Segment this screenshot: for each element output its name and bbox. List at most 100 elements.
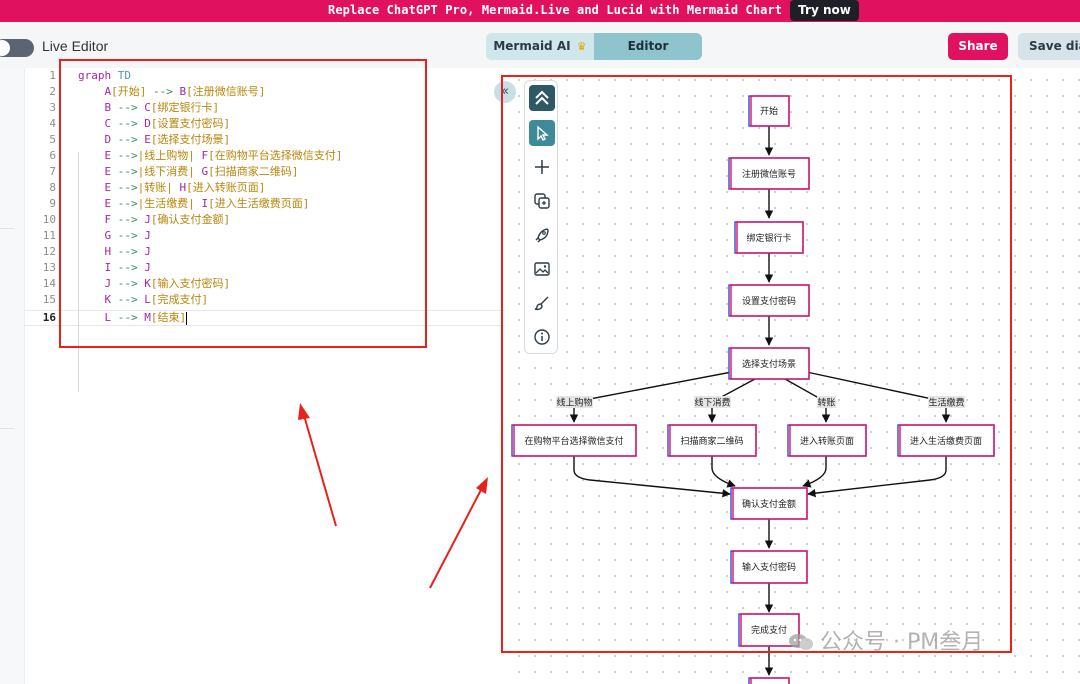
code-editor[interactable]: 1 graph TD 2 A[开始] --> B[注册微信账号] 3 B -->… <box>0 68 505 684</box>
code-line[interactable]: 15 K --> L[完成支付] <box>24 292 505 308</box>
line-number: 10 <box>42 213 56 226</box>
code-line[interactable]: 11 G --> J <box>24 228 505 244</box>
add-layer-icon[interactable] <box>529 188 555 214</box>
node-start[interactable]: 开始 <box>748 95 790 127</box>
line-number: 14 <box>42 277 56 290</box>
line-number: 6 <box>49 149 56 162</box>
rocket-icon[interactable] <box>529 222 555 248</box>
strip-divider <box>0 228 14 229</box>
live-editor-toggle[interactable] <box>0 39 34 57</box>
image-icon[interactable] <box>529 256 555 282</box>
mode-switch: Mermaid AI ♛ Editor <box>486 33 702 60</box>
code-line[interactable]: 10 F --> J[确认支付金额] <box>24 212 505 228</box>
code-text: F --> J[确认支付金额] <box>104 213 231 226</box>
svg-text:设置支付密码: 设置支付密码 <box>742 295 796 307</box>
text-caret <box>186 311 188 325</box>
pointer-icon[interactable] <box>529 120 555 146</box>
plus-icon[interactable] <box>529 154 555 180</box>
code-line[interactable]: 2 A[开始] --> B[注册微信账号] <box>24 84 505 100</box>
code-text: graph TD <box>78 69 131 82</box>
code-line[interactable]: 13 I --> J <box>24 260 505 276</box>
code-line[interactable]: 16 L --> M[结束] <box>24 310 505 326</box>
svg-text:进入生活缴费页面: 进入生活缴费页面 <box>910 435 982 447</box>
code-text: A[开始] --> B[注册微信账号] <box>104 85 266 98</box>
line-number: 1 <box>49 69 56 82</box>
tab-mermaid-ai-label: Mermaid AI <box>493 39 571 53</box>
node-transfer[interactable]: 进入转账页面 <box>787 424 867 457</box>
node-bills[interactable]: 进入生活缴费页面 <box>897 424 995 457</box>
live-editor-label: Live Editor <box>42 38 109 54</box>
code-line[interactable]: 12 H --> J <box>24 244 505 260</box>
app-header: Live Editor Mermaid AI ♛ Editor Share Sa… <box>0 22 1080 69</box>
code-line[interactable]: 6 E -->|线上购物| F[在购物平台选择微信支付] <box>24 148 505 164</box>
brush-icon[interactable] <box>529 290 555 316</box>
code-text: H --> J <box>104 245 151 258</box>
chevrons-up-icon[interactable] <box>529 85 555 111</box>
code-text: J --> K[输入支付密码] <box>104 277 231 290</box>
node-end[interactable] <box>748 677 790 684</box>
share-button[interactable]: Share <box>948 33 1008 60</box>
toggle-knob <box>0 40 10 56</box>
info-icon[interactable] <box>529 324 555 350</box>
code-line[interactable]: 3 B --> C[绑定银行卡] <box>24 100 505 116</box>
svg-text:扫描商家二维码: 扫描商家二维码 <box>680 435 743 447</box>
line-number: 8 <box>49 181 56 194</box>
line-number: 13 <box>42 261 56 274</box>
code-text: B --> C[绑定银行卡] <box>104 101 220 114</box>
node-scan-qr[interactable]: 扫描商家二维码 <box>667 424 757 457</box>
watermark-text: 公众号 · PM叁月 <box>820 630 984 655</box>
active-line-highlight <box>24 310 505 326</box>
save-diagram-button[interactable]: Save diag <box>1018 33 1080 60</box>
node-complete-pay[interactable]: 完成支付 <box>738 613 800 647</box>
watermark: 公众号 · PM叁月 <box>788 624 983 656</box>
code-line[interactable]: 7 E -->|线下消费| G[扫描商家二维码] <box>24 164 505 180</box>
edge-i-j <box>807 456 947 498</box>
code-line[interactable]: 9 E -->|生活缴费| I[进入生活缴费页面] <box>24 196 505 212</box>
edge-label-online: 线上购物 <box>556 396 593 409</box>
line-number: 12 <box>42 245 56 258</box>
node-choose-scene[interactable]: 选择支付场景 <box>728 347 810 380</box>
svg-text:绑定银行卡: 绑定银行卡 <box>746 232 791 244</box>
code-line[interactable]: 8 E -->|转账| H[进入转账页面] <box>24 180 505 196</box>
node-register[interactable]: 注册微信账号 <box>728 157 810 190</box>
double-chevron-left-icon[interactable]: « <box>494 81 516 103</box>
strip-divider <box>0 428 14 429</box>
crown-icon: ♛ <box>576 40 587 53</box>
node-bind-card[interactable]: 绑定银行卡 <box>734 221 804 254</box>
edge-label-offline: 线下消费 <box>694 396 731 409</box>
code-line[interactable]: 5 D --> E[选择支付场景] <box>24 132 505 148</box>
node-online-pay[interactable]: 在购物平台选择微信支付 <box>511 424 637 457</box>
svg-text:选择支付场景: 选择支付场景 <box>742 358 796 370</box>
tab-mermaid-ai[interactable]: Mermaid AI ♛ <box>486 33 594 60</box>
edge-h-j <box>802 456 827 488</box>
banner-text: Replace ChatGPT Pro, Mermaid.Live and Lu… <box>328 3 812 17</box>
svg-text:完成支付: 完成支付 <box>751 624 787 636</box>
code-text: G --> J <box>104 229 151 242</box>
editor-side-strip <box>0 68 25 684</box>
code-text: E -->|线上购物| F[在购物平台选择微信支付] <box>104 149 343 162</box>
line-number: 2 <box>49 85 56 98</box>
node-enter-password[interactable]: 输入支付密码 <box>730 550 808 584</box>
code-text: D --> E[选择支付场景] <box>104 133 231 146</box>
try-now-button[interactable]: Try now <box>790 0 859 21</box>
code-text: E -->|生活缴费| I[进入生活缴费页面] <box>104 197 310 210</box>
svg-text:输入支付密码: 输入支付密码 <box>742 561 796 573</box>
svg-text:线上购物: 线上购物 <box>556 397 592 409</box>
code-text: E -->|线下消费| G[扫描商家二维码] <box>104 165 299 178</box>
code-line[interactable]: 4 C --> D[设置支付密码] <box>24 116 505 132</box>
edge-label-transfer: 转账 <box>817 396 836 409</box>
edge-label-bills: 生活缴费 <box>928 396 965 409</box>
line-number: 15 <box>42 293 56 306</box>
tab-editor[interactable]: Editor <box>594 33 702 60</box>
node-set-password[interactable]: 设置支付密码 <box>728 284 810 317</box>
line-number: 5 <box>49 133 56 146</box>
line-number: 3 <box>49 101 56 114</box>
code-text: I --> J <box>104 261 151 274</box>
line-number: 11 <box>42 229 56 242</box>
code-line[interactable]: 14 J --> K[输入支付密码] <box>24 276 505 292</box>
code-line[interactable]: 1 graph TD <box>24 68 505 84</box>
code-text: L --> M[结束] <box>104 311 188 325</box>
node-confirm-amount[interactable]: 确认支付金额 <box>730 487 808 520</box>
